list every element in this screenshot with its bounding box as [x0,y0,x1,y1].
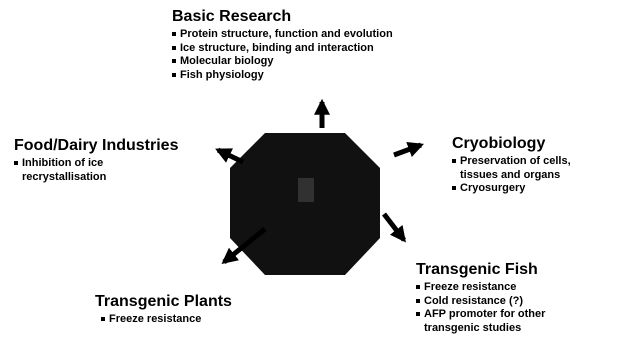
list-item: Cryosurgery [452,182,571,196]
arrow-to-cryobiology [394,145,421,155]
list-item-line: transgenic studies [424,322,545,336]
list-item-line: recrystallisation [22,171,178,185]
cryobiology-list: Preservation of cells, tissues and organ… [452,155,571,196]
list-item: Inhibition of ice recrystallisation [14,157,178,184]
basic-research-block: Basic Research Protein structure, functi… [172,8,393,82]
transgenic-plants-block: Transgenic Plants Freeze resistance [95,293,232,327]
transgenic-plants-title: Transgenic Plants [95,293,232,311]
basic-research-title: Basic Research [172,8,393,26]
center-image-highlight [298,178,314,202]
arrow-to-transgenic-fish [384,214,404,240]
list-item: AFP promoter for other transgenic studie… [416,308,545,335]
list-item: Cold resistance (?) [416,295,545,309]
food-dairy-title: Food/Dairy Industries [14,137,178,155]
list-item: Fish physiology [172,69,393,83]
list-item: Ice structure, binding and interaction [172,42,393,56]
list-item: Protein structure, function and evolutio… [172,28,393,42]
list-item-line: AFP promoter for other [424,308,545,322]
list-item: Preservation of cells, tissues and organ… [452,155,571,182]
basic-research-list: Protein structure, function and evolutio… [172,28,393,82]
center-octagon [230,133,380,275]
food-dairy-block: Food/Dairy Industries Inhibition of ice … [14,137,178,184]
transgenic-fish-title: Transgenic Fish [416,261,545,279]
list-item: Freeze resistance [416,281,545,295]
food-dairy-list: Inhibition of ice recrystallisation [14,157,178,184]
list-item-line: Preservation of cells, [460,155,571,169]
list-item-line: tissues and organs [460,169,571,183]
cryobiology-block: Cryobiology Preservation of cells, tissu… [452,135,571,196]
list-item-line: Inhibition of ice [22,157,178,171]
list-item: Molecular biology [172,55,393,69]
arrow-to-food-dairy [218,150,243,162]
cryobiology-title: Cryobiology [452,135,571,153]
transgenic-plants-list: Freeze resistance [101,313,232,327]
transgenic-fish-block: Transgenic Fish Freeze resistance Cold r… [416,261,545,335]
transgenic-fish-list: Freeze resistance Cold resistance (?) AF… [416,281,545,335]
list-item: Freeze resistance [101,313,232,327]
